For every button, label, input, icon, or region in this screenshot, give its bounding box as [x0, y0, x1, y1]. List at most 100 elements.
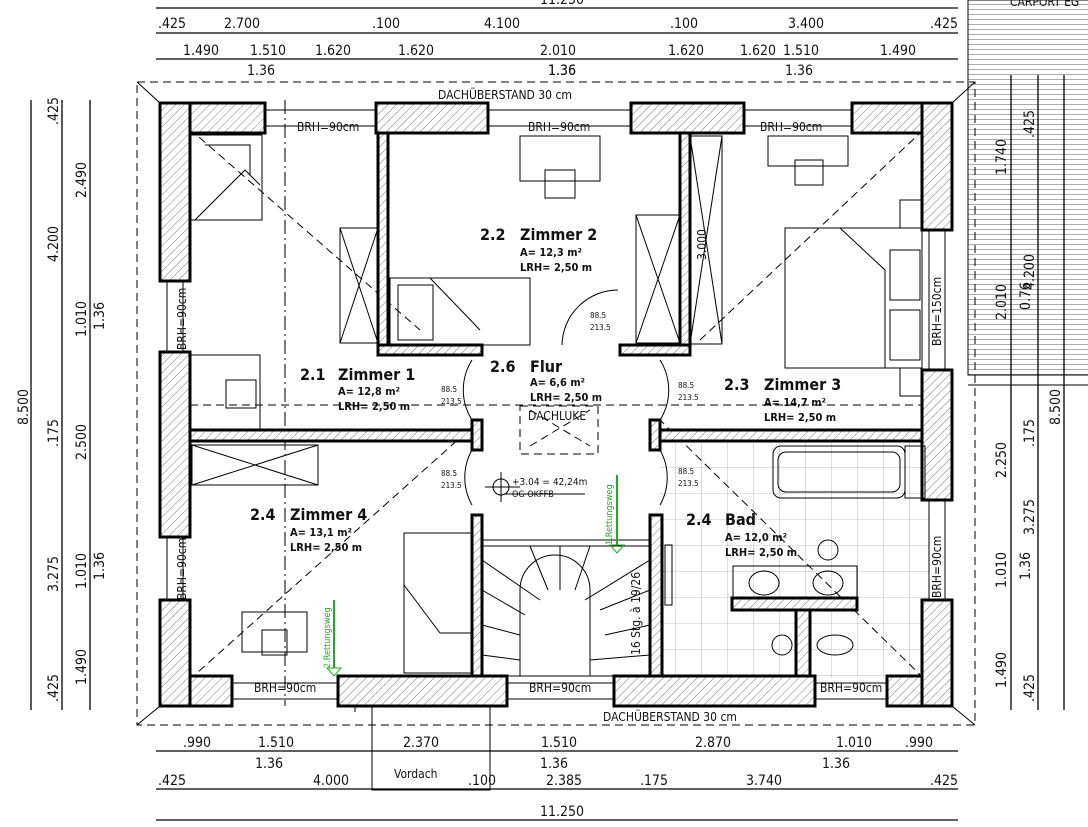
svg-text:Bad: Bad [725, 510, 756, 529]
svg-text:2.870: 2.870 [695, 735, 731, 751]
top-dimensions-extra: 1.620 1.36 1.36 1.36 1.36 1.620 1.510 [398, 43, 819, 79]
svg-text:8.500: 8.500 [1048, 389, 1064, 425]
svg-text:1.620: 1.620 [740, 43, 776, 59]
svg-text:DACHLUKE: DACHLUKE [528, 409, 586, 423]
svg-text:1.010: 1.010 [994, 552, 1010, 588]
svg-text:8.500: 8.500 [16, 389, 32, 425]
svg-text:1.010: 1.010 [74, 301, 90, 337]
roof-hatch: DACHLUKE [519, 405, 599, 455]
svg-text:1.490: 1.490 [183, 43, 219, 59]
svg-text:213.5: 213.5 [678, 393, 699, 402]
canopy-label: Vordach [394, 767, 438, 781]
svg-text:1.36: 1.36 [548, 63, 576, 79]
svg-text:1.490: 1.490 [880, 43, 916, 59]
svg-text:1.620: 1.620 [315, 43, 351, 59]
svg-text:213.5: 213.5 [441, 397, 462, 406]
svg-text:Zimmer 4: Zimmer 4 [290, 505, 367, 524]
svg-text:2.2: 2.2 [480, 225, 506, 244]
svg-text:1.36: 1.36 [785, 63, 813, 79]
svg-text:.425: .425 [1022, 674, 1038, 702]
dimension-lines [30, 7, 1088, 821]
svg-text:Zimmer 2: Zimmer 2 [520, 225, 597, 244]
svg-text:LRH= 2,50 m: LRH= 2,50 m [290, 541, 362, 554]
svg-text:.175: .175 [46, 419, 62, 447]
svg-text:2.370: 2.370 [403, 735, 439, 751]
svg-text:.175: .175 [640, 773, 668, 789]
svg-text:0.76: 0.76 [1018, 282, 1034, 310]
svg-text:1.620: 1.620 [398, 43, 434, 59]
svg-text:LRH= 2,50 m: LRH= 2,50 m [520, 261, 592, 274]
svg-text:1.490: 1.490 [994, 652, 1010, 688]
window-label: BRH=90cm [930, 536, 944, 598]
escape-route-1: 1.Rettungsweg [605, 475, 626, 554]
svg-text:Zimmer 3: Zimmer 3 [764, 375, 841, 394]
right-dimensions: 1.740 2.010 2.250 1.010 1.490 0.76 1.36 … [994, 110, 1064, 702]
room-zimmer-4: 2.4 Zimmer 4 A= 13,1 m² LRH= 2,50 m [250, 505, 367, 554]
svg-text:2.010: 2.010 [994, 284, 1010, 320]
svg-text:LRH= 2,50 m: LRH= 2,50 m [530, 391, 602, 404]
room-flur: 2.6 Flur A= 6,6 m² LRH= 2,50 m [490, 357, 602, 404]
svg-text:3.400: 3.400 [788, 16, 824, 32]
svg-text:.425: .425 [930, 16, 958, 32]
svg-text:A= 12,3 m²: A= 12,3 m² [520, 246, 582, 259]
window-label: BRH=150cm [930, 277, 944, 346]
window-label: BRH=90cm [175, 288, 189, 350]
carport: CARPORT EG [967, 0, 1088, 376]
roof-overhang-bottom-label: DACHÜBERSTAND 30 cm [603, 708, 737, 724]
svg-text:4.100: 4.100 [484, 16, 520, 32]
svg-text:1.36: 1.36 [247, 63, 275, 79]
svg-text:213.5: 213.5 [441, 481, 462, 490]
svg-text:1.510: 1.510 [250, 43, 286, 59]
svg-text:LRH= 2,50 m: LRH= 2,50 m [338, 400, 410, 413]
window-label: BRH=90cm [820, 681, 882, 695]
svg-text:2.385: 2.385 [546, 773, 582, 789]
svg-text:4.200: 4.200 [1022, 254, 1038, 290]
escape-route-2: 2.Rettungsweg [323, 600, 343, 677]
canopy-outline [371, 705, 491, 791]
svg-text:A= 6,6 m²: A= 6,6 m² [530, 376, 585, 389]
svg-text:2.4: 2.4 [250, 505, 276, 524]
stairs-label: 16 Stg. à 19/26 [629, 572, 643, 655]
window-label: BRH=90cm [529, 681, 591, 695]
svg-text:.425: .425 [46, 674, 62, 702]
svg-text:LRH= 2,50 m: LRH= 2,50 m [764, 411, 836, 424]
svg-text:88.5: 88.5 [678, 467, 694, 476]
svg-text:1.620: 1.620 [668, 43, 704, 59]
svg-text:1.36: 1.36 [548, 63, 576, 79]
svg-text:213.5: 213.5 [678, 479, 699, 488]
svg-text:1.Rettungsweg: 1.Rettungsweg [605, 484, 615, 545]
svg-text:OG OKFFB: OG OKFFB [512, 490, 554, 500]
svg-text:2.3: 2.3 [724, 375, 750, 394]
window-label: BRH=90cm [760, 120, 822, 134]
svg-text:A= 13,1 m²: A= 13,1 m² [290, 526, 352, 539]
svg-text:A= 12,0 m²: A= 12,0 m² [725, 531, 787, 544]
svg-text:.425: .425 [158, 16, 186, 32]
svg-text:1.36: 1.36 [255, 756, 283, 772]
svg-text:1.510: 1.510 [258, 735, 294, 751]
svg-text:1.36: 1.36 [1018, 552, 1034, 580]
carport-label: CARPORT EG [1010, 0, 1079, 9]
windows [166, 109, 946, 700]
svg-text:4.000: 4.000 [313, 773, 349, 789]
svg-text:1.490: 1.490 [74, 649, 90, 685]
svg-text:2.010: 2.010 [540, 43, 576, 59]
window-label: BRH=90cm [528, 120, 590, 134]
svg-text:213.5: 213.5 [590, 323, 611, 332]
window-label: BRH=90cm [297, 120, 359, 134]
svg-text:2.490: 2.490 [74, 162, 90, 198]
window-label: BRH=90cm [254, 681, 316, 695]
svg-text:88.5: 88.5 [441, 469, 457, 478]
level-marker: +3.04 = 42,24m OG OKFFB [485, 472, 587, 502]
svg-text:Flur: Flur [530, 357, 563, 376]
svg-text:11.250: 11.250 [540, 0, 584, 8]
interior-walls [188, 131, 924, 678]
svg-text:2.6: 2.6 [490, 357, 516, 376]
staircase: 16 Stg. à 19/26 [481, 539, 651, 677]
svg-text:.425: .425 [1022, 110, 1038, 138]
svg-text:A= 12,8 m²: A= 12,8 m² [338, 385, 400, 398]
svg-text:Zimmer 1: Zimmer 1 [338, 365, 415, 384]
svg-text:2.500: 2.500 [74, 424, 90, 460]
room-zimmer-2: 2.2 Zimmer 2 A= 12,3 m² LRH= 2,50 m [480, 225, 597, 274]
